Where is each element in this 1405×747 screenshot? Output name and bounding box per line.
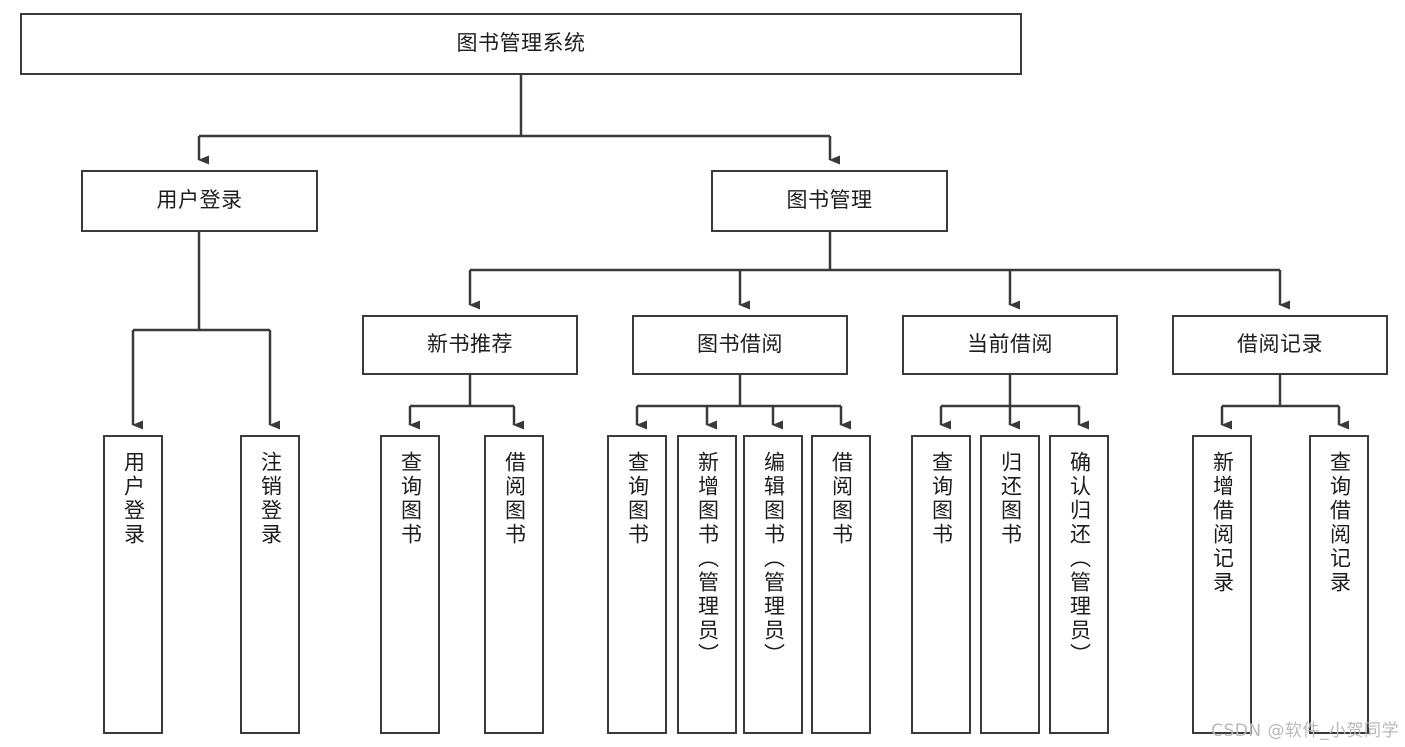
node-borrow-record[interactable]: 借阅记录 [1172, 315, 1388, 375]
node-root-system[interactable]: 图书管理系统 [20, 13, 1022, 75]
node-label: 图书管理系统 [456, 31, 586, 56]
leaf-record-add[interactable]: 新增借阅记录 [1192, 435, 1252, 734]
node-label: 用户登录 [156, 188, 243, 213]
node-label: 新增图书（管理员） [695, 451, 720, 667]
node-book-borrow[interactable]: 图书借阅 [632, 315, 848, 375]
node-label: 用户登录 [121, 451, 146, 547]
node-label: 查询图书 [929, 451, 954, 547]
node-label: 借阅图书 [502, 451, 527, 547]
leaf-current-return-book[interactable]: 归还图书 [980, 435, 1040, 734]
node-label: 新增借阅记录 [1210, 451, 1235, 595]
leaf-borrow-query-book[interactable]: 查询图书 [607, 435, 667, 734]
node-label: 注销登录 [258, 451, 283, 547]
node-label: 归还图书 [998, 451, 1023, 547]
leaf-current-confirm-return[interactable]: 确认归还（管理员） [1049, 435, 1109, 734]
leaf-borrow-add-book[interactable]: 新增图书（管理员） [677, 435, 737, 734]
node-label: 图书管理 [786, 188, 873, 213]
leaf-user-logout[interactable]: 注销登录 [240, 435, 300, 734]
node-label: 查询借阅记录 [1327, 451, 1352, 595]
leaf-current-query-book[interactable]: 查询图书 [911, 435, 971, 734]
node-label: 当前借阅 [967, 332, 1053, 357]
node-label: 借阅图书 [829, 451, 854, 547]
leaf-borrow-edit-book[interactable]: 编辑图书（管理员） [743, 435, 803, 734]
node-label: 编辑图书（管理员） [761, 451, 786, 667]
node-label: 查询图书 [398, 451, 423, 547]
node-book-management[interactable]: 图书管理 [711, 170, 948, 232]
node-label: 图书借阅 [697, 332, 783, 357]
leaf-user-login[interactable]: 用户登录 [103, 435, 163, 734]
node-label: 新书推荐 [427, 332, 513, 357]
leaf-record-query[interactable]: 查询借阅记录 [1309, 435, 1369, 734]
node-label: 确认归还（管理员） [1067, 451, 1092, 667]
node-current-borrow[interactable]: 当前借阅 [902, 315, 1118, 375]
leaf-recommend-query-book[interactable]: 查询图书 [380, 435, 440, 734]
leaf-recommend-borrow-book[interactable]: 借阅图书 [484, 435, 544, 734]
node-label: 借阅记录 [1237, 332, 1323, 357]
node-user-login[interactable]: 用户登录 [81, 170, 318, 232]
node-label: 查询图书 [625, 451, 650, 547]
node-new-book-recommend[interactable]: 新书推荐 [362, 315, 578, 375]
leaf-borrow-borrow-book[interactable]: 借阅图书 [811, 435, 871, 734]
csdn-watermark: CSDN @软件_小贺同学 [1211, 721, 1399, 741]
